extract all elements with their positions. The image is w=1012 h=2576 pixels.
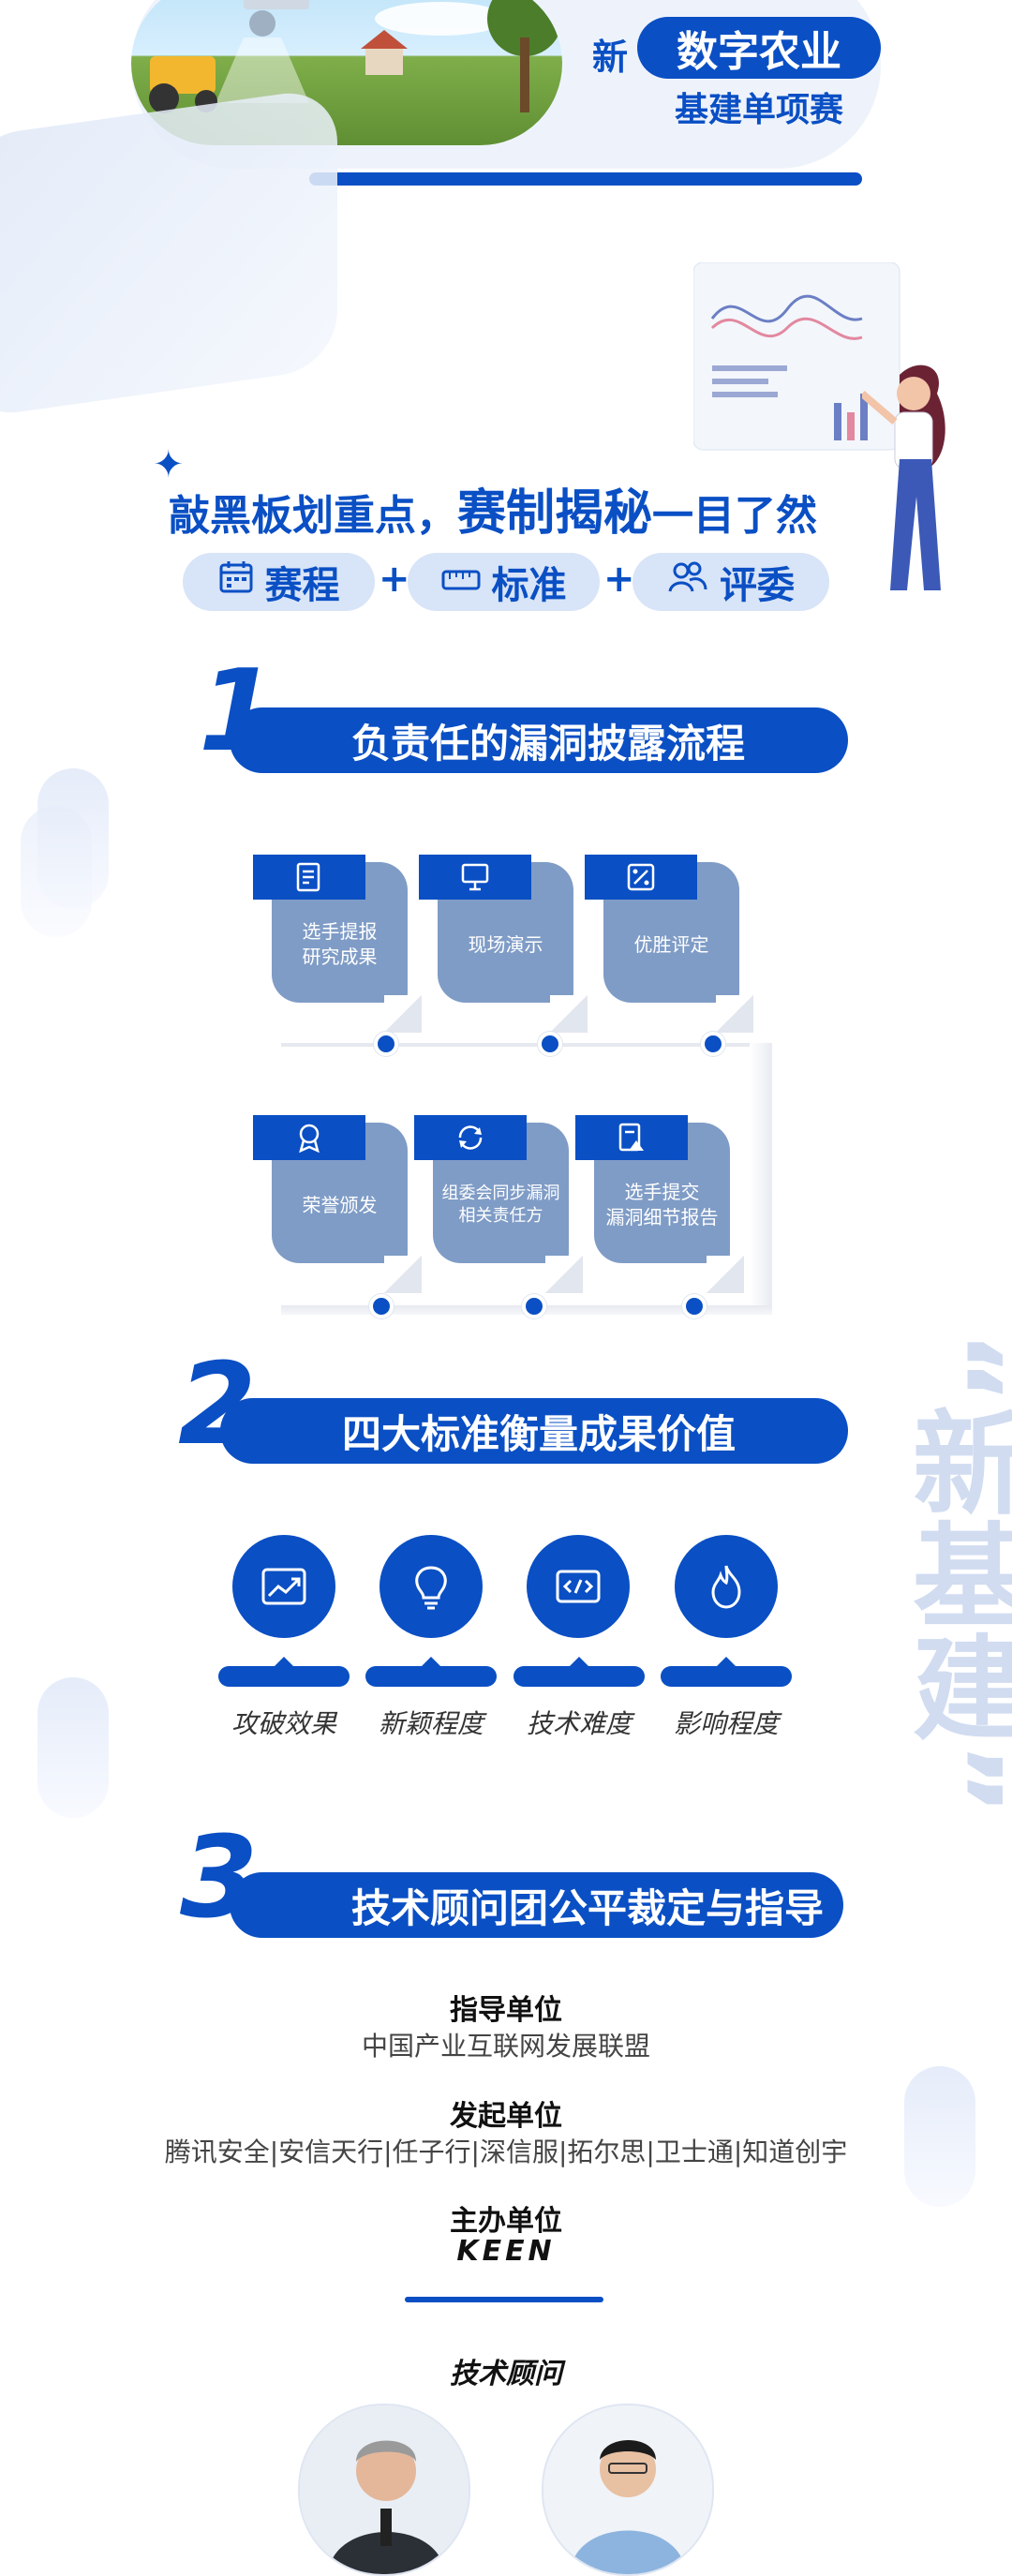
advisor-heading: 技术顾问 [450,2358,562,2390]
process-step-label: 选手提报 研究成果 [302,920,378,968]
section3-header: 技术顾问团公平裁定与指导 [230,1872,843,1938]
divider-line [405,2297,603,2302]
process-track-right [750,1043,772,1315]
card-fold [384,1256,422,1293]
criterion-label: 影响程度 [673,1708,779,1739]
timeline-dot [522,1294,546,1318]
keen-logo: KEEN [456,2235,556,2268]
process-track-top [281,1043,768,1047]
decorative-glass-shape [0,85,337,421]
plus-sign: + [603,558,635,601]
timeline-dot [701,1032,725,1056]
woman-presenter-illustration [859,356,965,600]
people-icon [667,559,708,604]
chip-judges: 评委 [632,553,829,611]
host-heading: 主办单位 [450,2205,562,2238]
criterion-bar [661,1657,792,1687]
sparkle-icon: ✦ [153,443,185,486]
code-icon [527,1535,630,1638]
section1-header: 负责任的漏洞披露流程 [230,707,848,773]
criterion-label: 攻破效果 [231,1708,336,1739]
process-step-label: 选手提交 漏洞细节报告 [605,1181,719,1228]
section2-header: 四大标准衡量成果价值 [220,1398,848,1464]
headline: 敲黑板划重点，赛制揭秘一目了然 [169,473,817,543]
chip-standards: 标准 [408,553,600,611]
section2-title: 四大标准衡量成果价值 [342,1410,737,1457]
decorative-bubble [904,2066,975,2207]
chip-standards-label: 标准 [491,564,567,607]
section2-number: 2 [178,1340,257,1470]
criterion-label: 技术难度 [526,1708,632,1739]
chip-judges-label: 评委 [720,564,795,607]
farm-illustration [131,0,562,145]
card-fold [707,1256,744,1293]
process-step-label: 组委会同步漏洞 相关责任方 [441,1183,560,1226]
section3-title: 技术顾问团公平裁定与指导 [351,1884,825,1931]
initiator-heading: 发起单位 [450,2100,562,2133]
timeline-dot [374,1032,398,1056]
lightbulb-icon [380,1535,483,1638]
guide-unit-heading: 指导单位 [450,1994,562,2027]
process-step-label: 现场演示 [468,932,543,956]
initiator-text: 腾讯安全|安信天行|任子行|深信服|拓尔思|卫士通|知道创宇 [164,2137,848,2167]
plus-sign: + [379,558,410,601]
chip-schedule-label: 赛程 [264,564,340,607]
ruler-icon [441,560,481,603]
chip-schedule: 赛程 [183,553,375,611]
process-step-label: 优胜评定 [633,932,709,956]
decorative-bubble [37,1677,109,1818]
banner-subtitle: 基建单项赛 [674,91,843,129]
timeline-dot [369,1294,394,1318]
section1-number: 1 [199,647,277,777]
banner-title: 数字农业 [637,17,881,79]
headline-part1: 敲黑板划重点， [169,492,457,540]
timeline-dot [538,1032,562,1056]
advisor-avatar [298,2404,470,2576]
award-icon [253,1115,365,1160]
criterion-bar [513,1657,645,1687]
card-fold [384,995,422,1033]
timeline-dot [682,1294,707,1318]
presentation-icon [419,855,531,900]
dashboard-illustration [692,261,918,478]
card-fold [550,995,588,1033]
sync-icon [414,1115,527,1160]
criterion-bar [365,1657,497,1687]
document-edit-icon [253,855,365,900]
decorative-bubble [21,806,92,937]
process-step-card: 选手提交 漏洞细节报告 [594,1123,730,1263]
guide-unit-text: 中国产业互联网发展联盟 [361,2031,650,2062]
flame-icon [675,1535,778,1638]
card-fold [716,995,753,1033]
criterion-label: 新颖程度 [378,1708,484,1739]
side-watermark-text: “新基建” [893,1331,1012,1816]
section3-number: 3 [180,1813,259,1943]
banner-underline [309,172,862,186]
banner-prefix: 新 [592,37,629,78]
section1-title: 负责任的漏洞披露流程 [351,720,746,767]
headline-part2: 赛制揭秘 [457,485,653,542]
chart-icon [232,1535,335,1638]
percent-icon [585,855,697,900]
calendar-icon [218,559,254,604]
process-step-label: 荣誉颁发 [302,1193,378,1216]
card-fold [545,1256,583,1293]
report-icon [575,1115,688,1160]
headline-part3: 一目了然 [652,492,818,540]
criterion-bar [218,1657,350,1687]
advisor-avatar [542,2404,714,2576]
